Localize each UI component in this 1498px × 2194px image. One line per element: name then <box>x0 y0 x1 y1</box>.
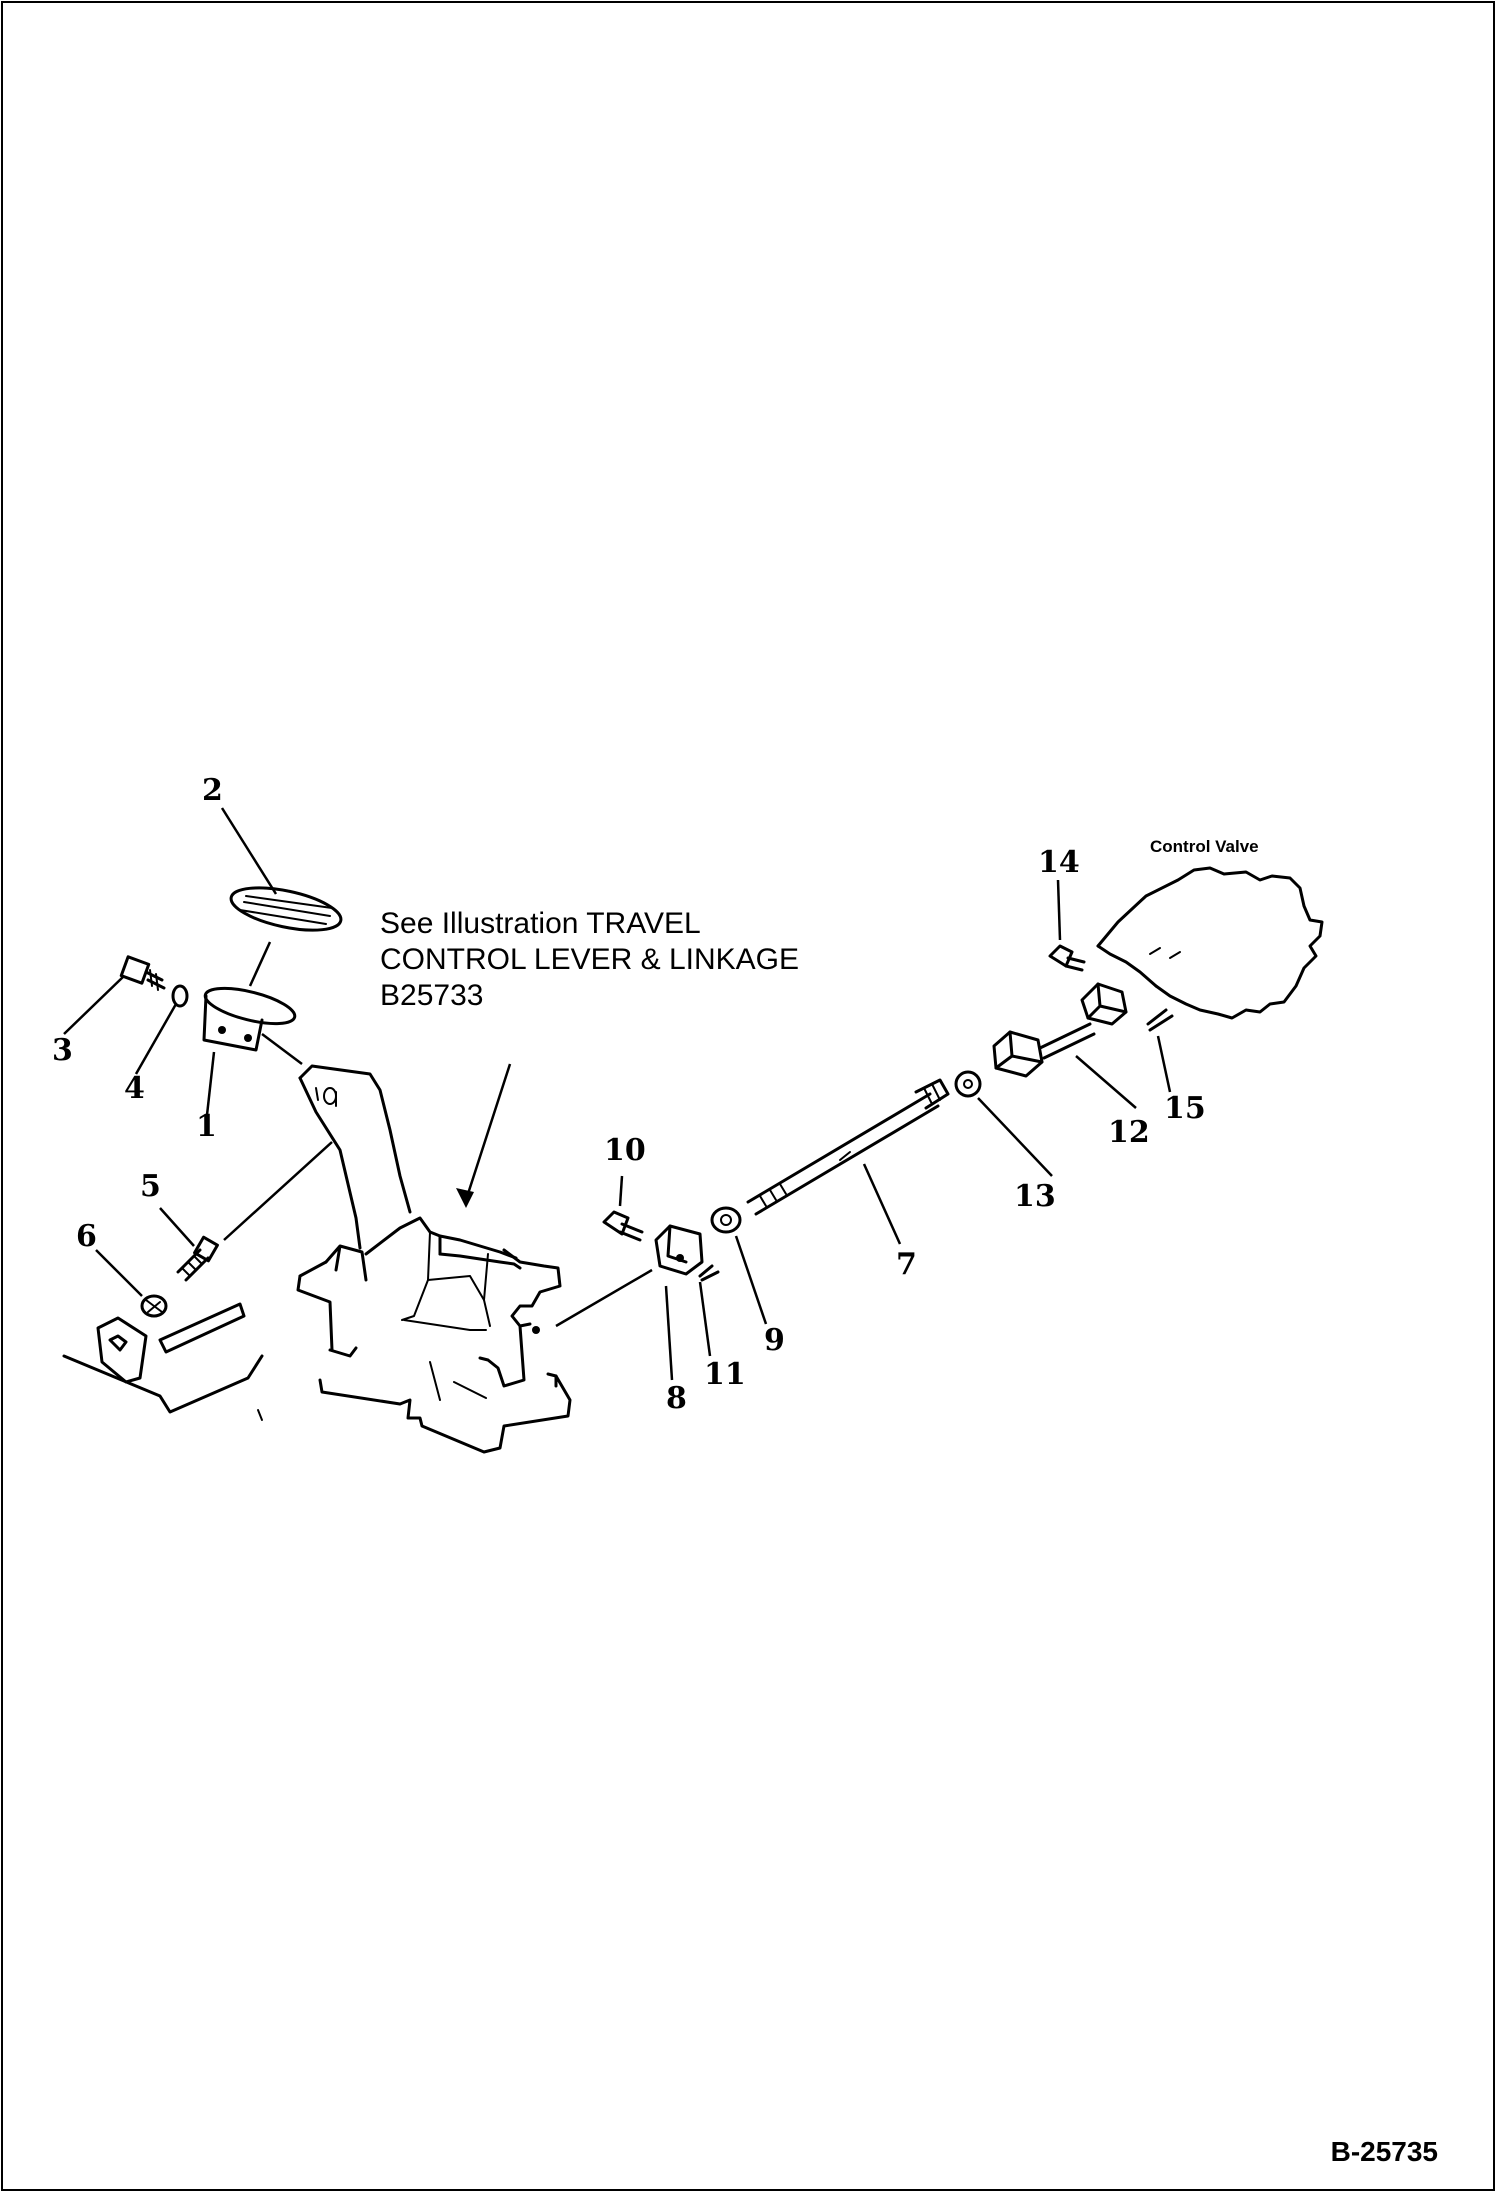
pedal-pad-part <box>229 886 343 932</box>
part-label-5: 5 <box>140 1169 161 1204</box>
nut-part-9 <box>710 1206 742 1234</box>
document-number: B-25735 <box>1330 2136 1438 2167</box>
control-valve-outline <box>1096 866 1324 1020</box>
cotter-pin-part-11 <box>698 1264 720 1282</box>
cotter-pin-part-15 <box>1146 1008 1174 1032</box>
rod-part-7 <box>746 1078 950 1216</box>
pedal-part <box>202 986 297 1052</box>
part-label-13: 13 <box>1014 1179 1056 1214</box>
reference-note-line-1: See Illustration TRAVEL <box>380 907 701 940</box>
part-label-12: 12 <box>1108 1115 1150 1150</box>
nut-part-13 <box>954 1070 982 1098</box>
reference-arrow <box>456 1063 512 1208</box>
part-label-11: 11 <box>704 1357 746 1392</box>
part-label-10: 10 <box>604 1133 646 1168</box>
stopper-block <box>62 1302 264 1421</box>
control-valve-label: Control Valve <box>1150 837 1259 856</box>
bolt-part-5 <box>176 1235 219 1282</box>
part-label-3: 3 <box>52 1033 73 1068</box>
part-label-7: 7 <box>896 1247 917 1282</box>
bolt-part-10 <box>602 1210 644 1242</box>
part-label-14: 14 <box>1038 845 1080 880</box>
washer-part-4 <box>171 984 189 1008</box>
part-label-9: 9 <box>764 1323 785 1358</box>
bolt-part-3 <box>119 955 166 991</box>
leader-lines <box>63 807 1172 1381</box>
joint-part-12 <box>992 982 1128 1078</box>
clevis-part-8 <box>654 1224 704 1276</box>
part-label-4: 4 <box>124 1071 145 1106</box>
part-label-2: 2 <box>202 773 223 808</box>
reference-note-line-2: CONTROL LEVER & LINKAGE <box>380 943 800 976</box>
part-label-6: 6 <box>76 1219 97 1254</box>
reference-note-line-3: B25733 <box>380 979 484 1012</box>
part-label-15: 15 <box>1164 1091 1206 1126</box>
bolt-part-14 <box>1048 944 1086 972</box>
pedal-bracket <box>296 1064 572 1454</box>
nut-part-6 <box>140 1294 168 1318</box>
part-label-8: 8 <box>666 1381 687 1416</box>
reference-note: See Illustration TRAVEL CONTROL LEVER & … <box>380 906 799 1014</box>
part-label-1: 1 <box>196 1109 217 1144</box>
